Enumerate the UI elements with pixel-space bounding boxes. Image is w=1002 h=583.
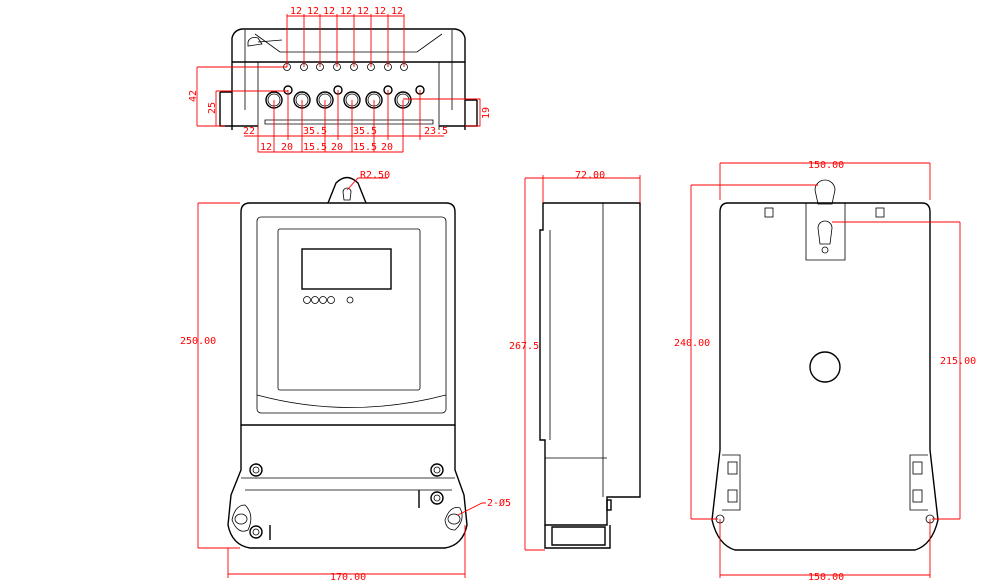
dim-side-height: 267.5 (509, 341, 539, 352)
dim-bottom-3: 15.5 (303, 142, 327, 153)
dim-bottom-2: 20 (281, 142, 293, 153)
indicator-leds (303, 296, 354, 304)
back-seal-hole (809, 351, 841, 383)
dim-pitch-5: 12 (357, 6, 369, 17)
terminal-cover-screws (249, 463, 444, 539)
dim-bottom-1: 12 (260, 142, 272, 153)
dim-height-42: 42 (188, 90, 199, 102)
hanger (327, 176, 367, 204)
dim-bottom-4: 20 (331, 142, 343, 153)
dim-mounting-holes: 2-Ø5 (487, 497, 511, 509)
dim-pitch-7: 12 (391, 6, 403, 17)
side-view: 72.00 267.5 (509, 170, 641, 551)
dim-offset-23-5: 23.5 (424, 126, 448, 137)
dim-offset-22: 22 (243, 126, 255, 137)
lcd-display (301, 248, 392, 290)
dim-back-top-width: 150.00 (808, 160, 844, 171)
dim-height-25: 25 (207, 102, 218, 114)
front-view: R2.50 250.00 170.00 2-Ø5 (180, 170, 511, 583)
dim-bottom-5: 15.5 (353, 142, 377, 153)
dim-front-width: 170.00 (330, 572, 366, 583)
dim-back-bottom-width: 150.00 (808, 572, 844, 583)
top-view: 12 12 12 12 12 12 12 42 25 19 22 35.5 35… (188, 6, 492, 153)
dim-pitch-3: 12 (323, 6, 335, 17)
terminal-holes (265, 85, 425, 109)
mounting-hole-right (447, 513, 461, 525)
dim-radius: R2.50 (360, 170, 390, 181)
dim-front-height: 250.00 (180, 336, 216, 347)
back-view: 150.00 240.00 215.00 150.00 (674, 160, 976, 583)
dim-height-19: 19 (481, 107, 492, 119)
hanger-slot (814, 179, 836, 205)
dim-side-depth: 72.00 (575, 170, 605, 181)
dim-back-height-240: 240.00 (674, 338, 710, 349)
side-outline (539, 202, 641, 526)
dim-spacing-35-5-a: 35.5 (303, 126, 327, 137)
front-cover (240, 202, 456, 426)
mounting-hole-left (234, 513, 248, 525)
dim-spacing-35-5-b: 35.5 (353, 126, 377, 137)
dim-back-height-215: 215.00 (940, 356, 976, 367)
terminal-screws-top-row (283, 63, 408, 71)
dim-pitch-2: 12 (307, 6, 319, 17)
dim-bottom-6: 20 (381, 142, 393, 153)
back-outline (711, 202, 939, 551)
dim-pitch-4: 12 (340, 6, 352, 17)
dim-pitch-1: 12 (290, 6, 302, 17)
dim-pitch-6: 12 (374, 6, 386, 17)
top-view-outline (231, 28, 466, 130)
